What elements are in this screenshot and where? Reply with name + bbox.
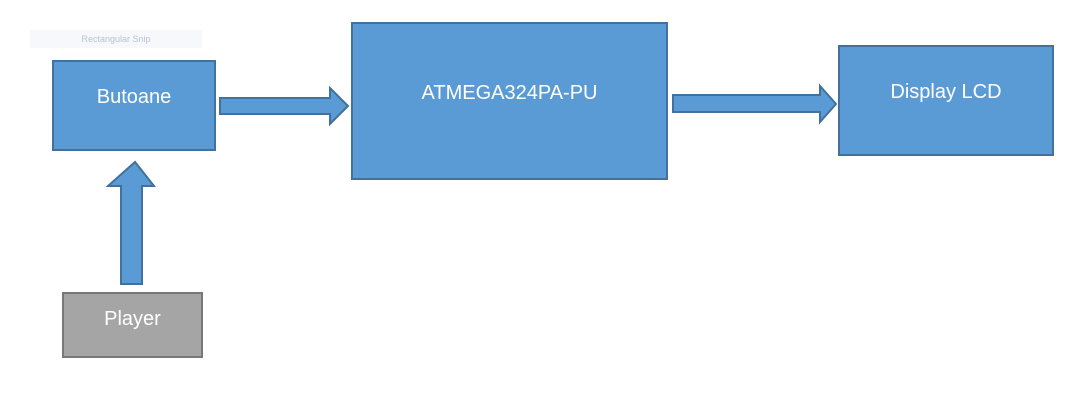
butoane-block: Butoane bbox=[52, 60, 216, 151]
display-lcd-label: Display LCD bbox=[890, 81, 1002, 103]
arrow-atmega-to-display bbox=[672, 83, 838, 125]
arrow-player-to-butoane bbox=[105, 160, 157, 285]
atmega-block: ATMEGA324PA-PU bbox=[351, 22, 668, 180]
arrow-butoane-to-atmega bbox=[219, 85, 350, 127]
player-block: Player bbox=[62, 292, 203, 358]
atmega-label: ATMEGA324PA-PU bbox=[421, 82, 598, 104]
player-label: Player bbox=[104, 308, 161, 330]
display-lcd-block: Display LCD bbox=[838, 45, 1054, 156]
snip-tool-label: Rectangular Snip bbox=[30, 30, 202, 48]
butoane-label: Butoane bbox=[96, 86, 172, 108]
